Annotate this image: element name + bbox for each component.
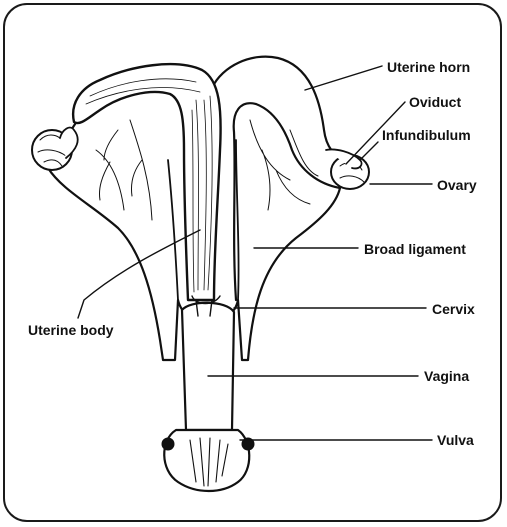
label-uterine-horn: Uterine horn xyxy=(387,59,471,75)
vulva-shape xyxy=(163,428,251,492)
label-ovary: Ovary xyxy=(437,177,477,193)
label-oviduct: Oviduct xyxy=(409,94,462,110)
label-broad-ligament: Broad ligament xyxy=(364,241,466,257)
vulva-right-mark xyxy=(241,437,255,451)
label-vulva: Vulva xyxy=(437,432,474,448)
left-uterine-horn-tube xyxy=(71,62,222,302)
label-uterine-body: Uterine body xyxy=(28,322,114,338)
vagina-tube xyxy=(180,301,236,432)
left-infundibulum xyxy=(59,126,79,159)
label-infundibulum: Infundibulum xyxy=(382,127,471,143)
label-cervix: Cervix xyxy=(432,301,475,317)
vulva-folds xyxy=(189,437,229,487)
leader-lines xyxy=(77,65,433,441)
label-vagina: Vagina xyxy=(424,368,470,384)
broad-ligament-vessels xyxy=(95,119,319,221)
vulva-left-mark xyxy=(161,437,175,451)
uterine-horn-texture xyxy=(85,78,213,293)
cervix-lines xyxy=(191,295,221,317)
right-uterine-horn xyxy=(210,55,350,302)
uterine-body-wall xyxy=(167,139,240,301)
